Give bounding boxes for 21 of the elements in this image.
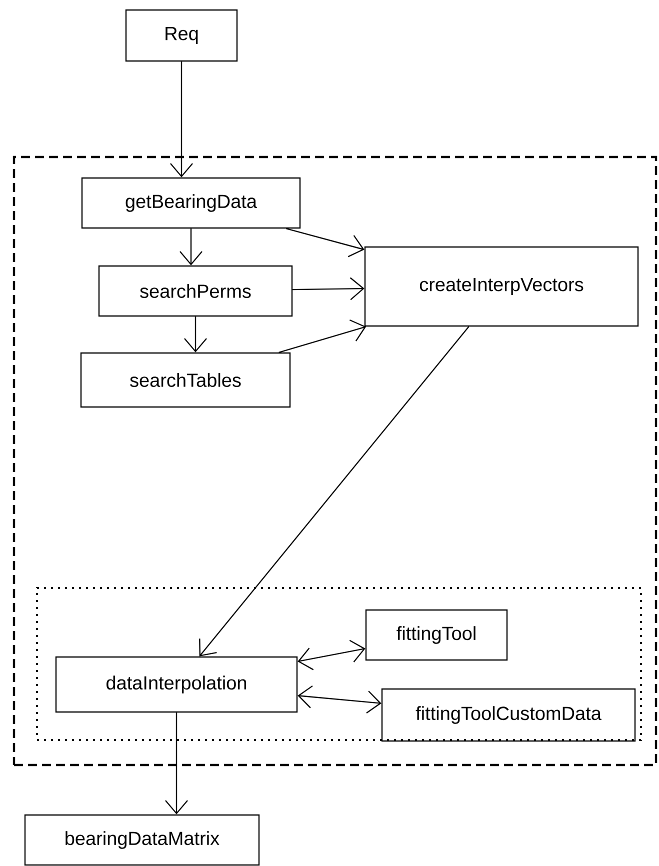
process-box: getBearingData	[81, 177, 301, 229]
process-box: fittingToolCustomData	[381, 688, 636, 742]
process-box: dataInterpolation	[55, 656, 298, 713]
process-box: searchTables	[80, 352, 291, 408]
process-box: Req	[125, 9, 238, 62]
process-box: bearingDataMatrix	[24, 814, 260, 866]
group-boundary	[12, 156, 658, 766]
arrow	[298, 640, 366, 670]
process-box: createInterpVectors	[364, 246, 639, 327]
arrow	[165, 712, 188, 814]
process-box: searchPerms	[98, 265, 293, 317]
arrow	[184, 316, 207, 352]
arrow	[286, 228, 364, 258]
arrow	[298, 685, 382, 714]
process-box: fittingTool	[365, 609, 508, 661]
arrow	[170, 62, 193, 178]
group-boundary	[36, 587, 642, 741]
arrow	[180, 228, 202, 266]
arrow	[292, 277, 364, 300]
arrow	[278, 319, 366, 353]
arrow	[199, 326, 470, 656]
